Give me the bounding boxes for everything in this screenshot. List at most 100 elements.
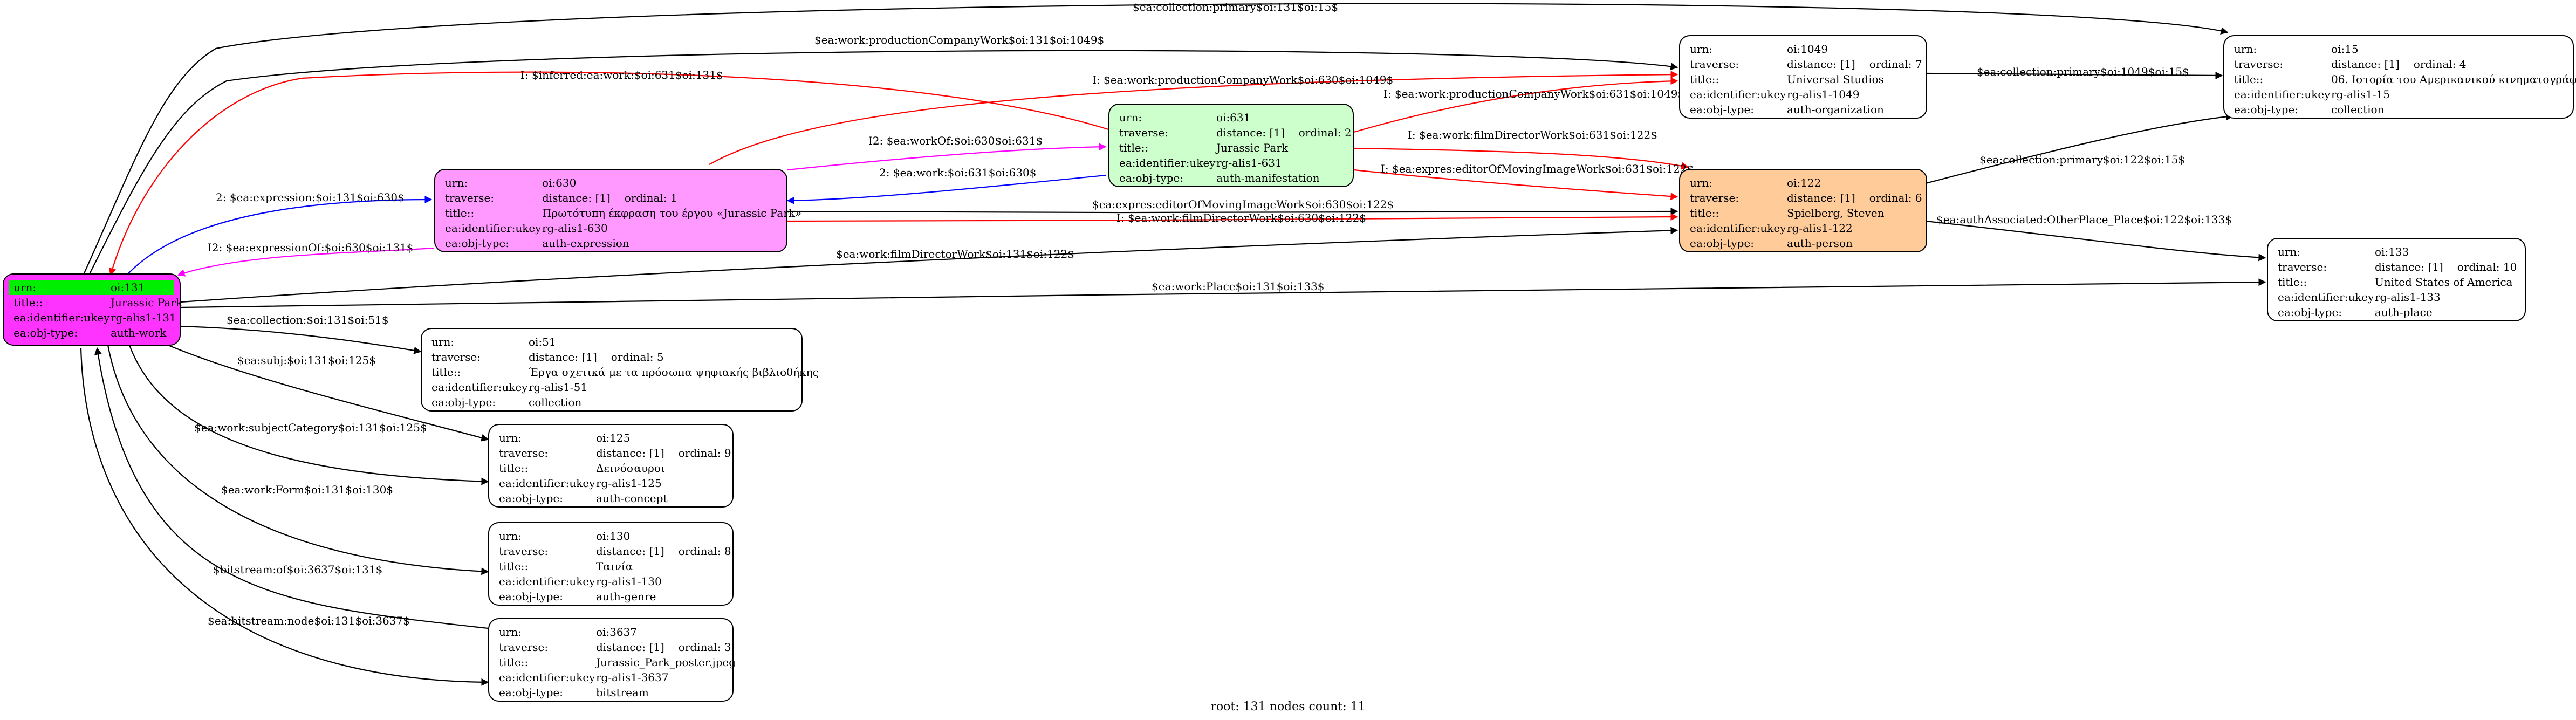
node-oi-125[interactable]: urn:oi:125 traverse:distance: [1]ordinal… — [488, 424, 734, 508]
node-field-traverse: traverse: distance: [1]ordinal: 5 — [431, 349, 792, 365]
node-field-title: title::Jurassic Park — [1119, 140, 1343, 155]
node-oi-3637[interactable]: urn:oi:3637 traverse:distance: [1]ordina… — [488, 618, 736, 702]
field-key-title: title:: — [13, 296, 43, 309]
field-key-ukey: ea:identifier:ukey — [2278, 291, 2374, 304]
field-key-traverse: traverse: — [1690, 58, 1739, 71]
field-key-ukey: ea:identifier:ukey — [431, 381, 528, 394]
node-oi-51[interactable]: urn:oi:51 traverse:distance: [1]ordinal:… — [421, 328, 819, 412]
field-key-traverse: traverse: — [499, 545, 549, 558]
field-value-urn: oi:630 — [542, 176, 577, 189]
node-oi-131[interactable]: urn:oi:131 title::Jurassic Park ea:ident… — [3, 273, 182, 346]
node-field-urn: urn:oi:130 — [499, 529, 723, 544]
field-value-title: Πρωτότυπη έκφραση του έργου «Jurassic Pa… — [542, 207, 802, 220]
field-key-title: title:: — [2278, 276, 2307, 289]
field-value-urn: oi:130 — [596, 530, 631, 543]
field-value-traverse: distance: [1]ordinal: 2 — [1216, 125, 1352, 140]
field-key-ukey: ea:identifier:ukey — [2234, 88, 2331, 101]
node-oi-15[interactable]: urn:oi:15 traverse:distance: [1]ordinal:… — [2223, 35, 2576, 119]
field-key-urn: urn: — [1119, 111, 1142, 124]
field-key-type: ea:obj-type: — [1690, 103, 1755, 116]
ordinal-value: ordinal: 4 — [2413, 58, 2467, 71]
field-value-ukey: rg-alis1-1049 — [1787, 88, 1860, 101]
field-value-type: auth-person — [1787, 237, 1853, 250]
node-field-title: title::Jurassic Park — [13, 295, 182, 310]
edge-label-e19: $ea:collection:$oi:131$oi:51$ — [227, 313, 389, 326]
node-oi-1049[interactable]: urn:oi:1049 traverse: distance: [1]ordina… — [1679, 35, 1927, 119]
field-key-urn: urn: — [431, 335, 455, 348]
field-value-title: 06. Ιστορία του Αμερικανικού κινηματογρά… — [2331, 73, 2576, 86]
node-field-type: ea:obj-type:auth-work — [13, 325, 170, 340]
edge-label-e5: I2: $ea:expressionOf:$oi:630$oi:131$ — [208, 241, 414, 254]
edge-e24 — [80, 347, 489, 686]
field-value-type: auth-genre — [596, 590, 656, 603]
node-oi-133[interactable]: urn:oi:133 traverse:distance: [1]ordinal… — [2267, 238, 2526, 321]
node-field-type: ea:obj-type:collection — [431, 395, 792, 410]
edge-label-e6: I: $ea:work:productionCompanyWork$oi:630… — [1092, 73, 1393, 86]
node-field-traverse: traverse:distance: [1]ordinal: 6 — [1690, 190, 1922, 205]
field-value-traverse: distance: [1]ordinal: 5 — [529, 349, 792, 365]
edge-e14 — [180, 227, 1678, 303]
field-value-urn: oi:131 — [111, 281, 145, 294]
field-value-title: Universal Studios — [1787, 73, 1884, 86]
node-field-traverse: traverse:distance: [1]ordinal: 1 — [445, 190, 777, 205]
node-field-urn: urn:oi:131 — [9, 280, 174, 295]
field-value-ukey: rg-alis1-130 — [596, 575, 662, 588]
edge-label-e13: I: $ea:work:filmDirectorWork$oi:630$oi:1… — [1116, 211, 1366, 224]
field-key-title: title:: — [431, 366, 461, 379]
field-value-title: Jurassic Park — [111, 296, 183, 309]
distance-value: distance: [1] — [2375, 260, 2443, 273]
node-field-title: title::United States of America — [2278, 275, 2515, 290]
field-key-urn: urn: — [1690, 43, 1713, 56]
ordinal-value: ordinal: 7 — [1869, 58, 1922, 71]
distance-value: distance: [1] — [2331, 58, 2400, 71]
node-oi-631[interactable]: urn:oi:631 traverse:distance: [1]ordinal… — [1108, 104, 1354, 187]
edge-e17 — [1925, 113, 2234, 184]
ordinal-value: ordinal: 8 — [678, 545, 731, 558]
edge-label-e7: I2: $ea:workOf:$oi:630$oi:631$ — [868, 134, 1043, 147]
edge-label-e20: $ea:subj:$oi:131$oi:125$ — [237, 354, 376, 367]
field-key-type: ea:obj-type: — [499, 590, 564, 603]
node-oi-130[interactable]: urn:oi:130 traverse:distance: [1]ordinal… — [488, 522, 734, 606]
node-field-title: title::Έργα σχετικά με τα πρόσωπα ψηφιακ… — [431, 365, 819, 380]
field-value-urn: oi:15 — [2331, 43, 2359, 56]
distance-value: distance: [1] — [542, 191, 611, 204]
edge-label-e16: $ea:collection:primary$oi:1049$oi:15$ — [1977, 65, 2189, 78]
field-value-ukey: rg-alis1-631 — [1216, 156, 1282, 169]
field-key-title: title:: — [2234, 73, 2264, 86]
field-key-ukey: ea:identifier:ukey — [13, 311, 110, 324]
field-key-type: ea:obj-type: — [13, 326, 78, 339]
edge-label-e14: $ea:work:filmDirectorWork$oi:131$oi:122$ — [836, 248, 1074, 260]
edge-label-e23: $bitstream:of$oi:3637$oi:131$ — [213, 563, 382, 576]
node-field-type: ea:obj-type:auth-concept — [499, 491, 723, 506]
edge-e10 — [1353, 147, 1689, 170]
node-field-urn: urn:oi:1049 — [1690, 42, 1916, 57]
field-value-urn: oi:125 — [596, 431, 631, 444]
edge-e23 — [94, 347, 489, 629]
field-key-ukey: ea:identifier:ukey — [445, 222, 542, 235]
field-value-urn: oi:3637 — [596, 626, 638, 639]
field-key-title: title:: — [1690, 207, 1719, 220]
node-field-urn: urn: oi:3637 — [499, 625, 723, 640]
node-oi-630[interactable]: urn:oi:630 traverse:distance: [1]ordinal… — [434, 169, 801, 252]
field-value-type: auth-organization — [1787, 103, 1884, 116]
field-key-title: title:: — [1690, 73, 1719, 86]
field-key-urn: urn: — [499, 626, 522, 639]
node-oi-122[interactable]: urn:oi:122 traverse:distance: [1]ordinal… — [1679, 169, 1927, 252]
node-field-traverse: traverse:distance: [1]ordinal: 10 — [2278, 259, 2517, 275]
field-value-urn: oi:133 — [2375, 245, 2409, 258]
ordinal-value: ordinal: 5 — [611, 351, 664, 364]
distance-value: distance: [1] — [1787, 191, 1855, 204]
field-value-ukey: rg-alis1-15 — [2331, 88, 2390, 101]
field-key-traverse: traverse: — [499, 641, 549, 654]
field-value-traverse: distance: [1]ordinal: 7 — [1787, 57, 1922, 72]
field-key-traverse: traverse: — [431, 351, 481, 364]
field-value-ukey: rg-alis1-3637 — [596, 671, 669, 684]
edge-label-e2: $ea:work:productionCompanyWork$oi:131$oi… — [814, 33, 1104, 46]
edge-e11 — [1353, 169, 1678, 201]
node-field-urn: urn:oi:125 — [499, 430, 723, 445]
field-value-title: Jurassic Park — [1216, 141, 1289, 154]
field-value-type: collection — [2331, 103, 2385, 116]
